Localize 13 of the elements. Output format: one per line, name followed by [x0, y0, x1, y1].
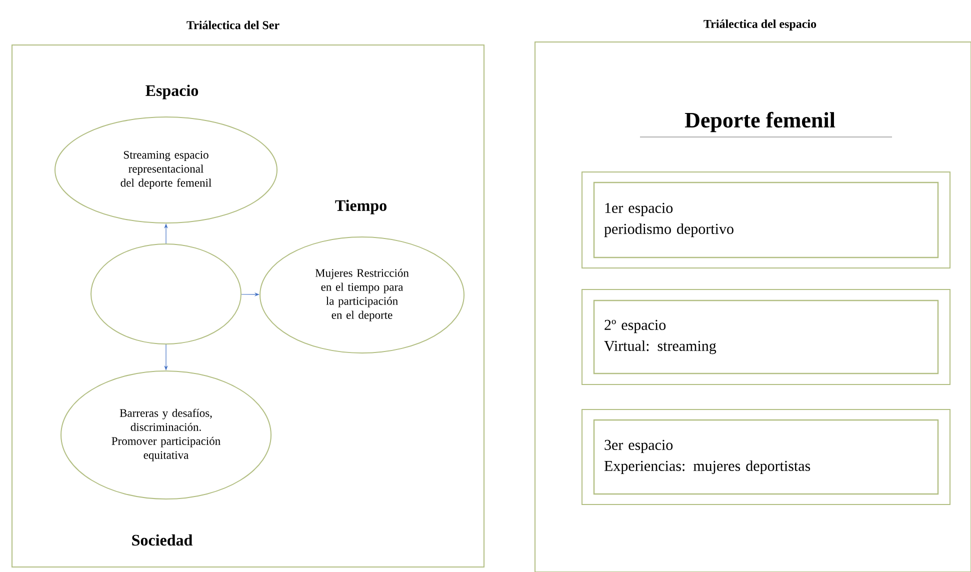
outer-frame	[582, 409, 950, 505]
outer-frame	[582, 172, 950, 268]
outer-frame	[582, 289, 950, 385]
text-box: 2º espacio Virtual: streaming	[593, 300, 939, 374]
dimension-heading: Tiempo	[335, 200, 386, 214]
dimension-heading: Sociedad	[132, 534, 192, 546]
dimension-heading: Espacio	[146, 84, 198, 100]
heading: Deporte femenil	[684, 112, 836, 132]
panel-title: Triálectica del espacio	[704, 20, 816, 30]
panel-title: Triálectica del Ser	[186, 20, 280, 30]
concept-ellipse	[90, 244, 242, 344]
text-box: 1er espacio periodismo deportivo	[593, 182, 939, 258]
text-box: 3er espacio Experiencias: mujeres deportistas	[593, 419, 939, 495]
